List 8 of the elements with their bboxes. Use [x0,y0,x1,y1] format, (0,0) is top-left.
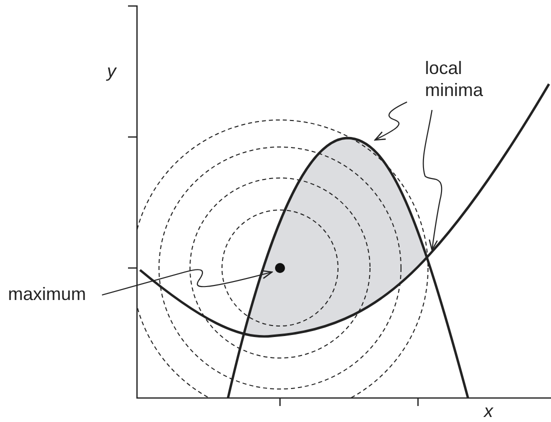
maximum-point [275,263,285,273]
callout-label: maximum [8,283,88,305]
axis-label: x [484,400,493,422]
leader-line [102,269,273,296]
leader-line [374,102,408,141]
callout-label: local minima [425,57,484,101]
leader-line [422,110,442,251]
axis-label: y [107,60,116,82]
